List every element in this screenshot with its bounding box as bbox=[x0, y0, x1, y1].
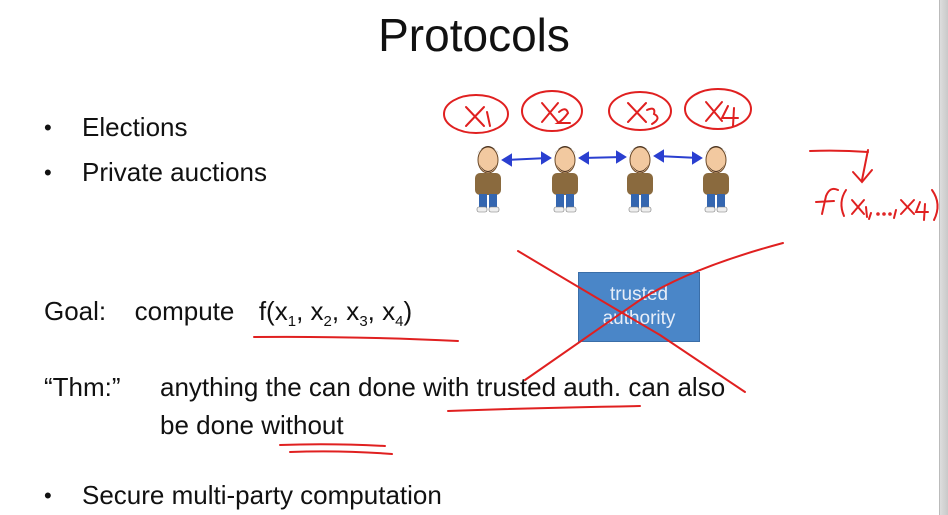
thm-label: “Thm:” bbox=[44, 372, 121, 402]
double-arrow-icon bbox=[501, 149, 703, 167]
person-icon-3 bbox=[627, 146, 653, 213]
goal-verb: compute bbox=[134, 296, 235, 326]
bullet-text: Elections bbox=[82, 112, 188, 142]
window-edge bbox=[939, 0, 948, 515]
bullet-secure-mpc: • Secure multi-party computation bbox=[44, 480, 442, 511]
bullet-dot-icon: • bbox=[44, 482, 52, 508]
goal-line: Goal: compute f(x1, x2, x3, x4) bbox=[44, 296, 412, 330]
person-icon-2 bbox=[552, 146, 578, 213]
thm-line-2: be done without bbox=[160, 410, 344, 440]
authority-line-1: trusted bbox=[609, 284, 669, 305]
handwriting-ink bbox=[253, 88, 939, 455]
trusted-authority-box: trusted authority bbox=[578, 272, 700, 342]
goal-function: f(x1, x2, x3, x4) bbox=[258, 296, 413, 331]
person-icon-4 bbox=[703, 146, 729, 213]
goal-label: Goal: bbox=[44, 296, 107, 326]
bullet-elections: • Elections bbox=[44, 112, 188, 143]
person-icon-1 bbox=[475, 146, 501, 213]
slide-title: Protocols bbox=[378, 9, 570, 61]
thm-line-1: anything the can done with trusted auth.… bbox=[160, 372, 726, 402]
bullet-text: Secure multi-party computation bbox=[82, 480, 442, 510]
bullet-text: Private auctions bbox=[82, 157, 267, 187]
bullet-private-auctions: • Private auctions bbox=[44, 157, 267, 188]
bullet-dot-icon: • bbox=[44, 159, 52, 185]
bullet-dot-icon: • bbox=[44, 114, 52, 140]
